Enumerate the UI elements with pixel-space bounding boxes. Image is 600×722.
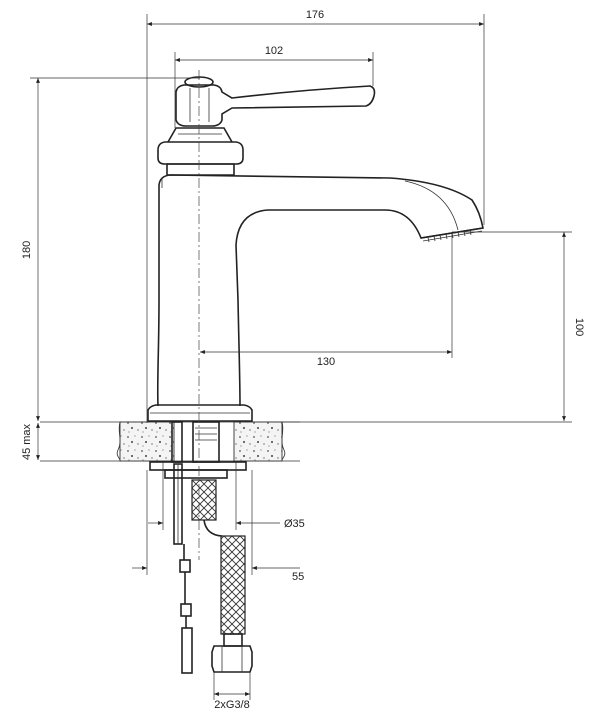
dimension-spout-reach: 130	[200, 232, 453, 368]
dimension-hole-diameter: Ø35	[148, 462, 305, 530]
label-hole-diameter: Ø35	[284, 518, 305, 530]
faucet-body	[147, 127, 484, 422]
label-counter-thickness: 45 max	[21, 423, 33, 460]
label-overall-width: 176	[306, 9, 324, 21]
dimension-counter-thickness: 45 max	[21, 423, 40, 460]
dimension-connection: 2xG3/8	[213, 672, 251, 711]
label-connection: 2xG3/8	[214, 699, 249, 711]
under-counter-parts	[149, 421, 253, 674]
label-spout-height: 100	[573, 318, 585, 336]
dimension-spout-height: 100	[280, 231, 585, 423]
label-handle-width: 102	[265, 45, 283, 57]
dimension-handle-width: 102	[174, 45, 374, 128]
countertop	[40, 421, 300, 462]
dimension-overall-width: 176	[146, 9, 485, 423]
dimension-body-depth: 55	[132, 470, 304, 583]
dimension-total-height: 180	[21, 77, 200, 421]
label-total-height: 180	[21, 241, 33, 259]
label-body-depth: 55	[292, 571, 304, 583]
label-spout-reach: 130	[317, 356, 335, 368]
lever-handle	[175, 76, 376, 127]
